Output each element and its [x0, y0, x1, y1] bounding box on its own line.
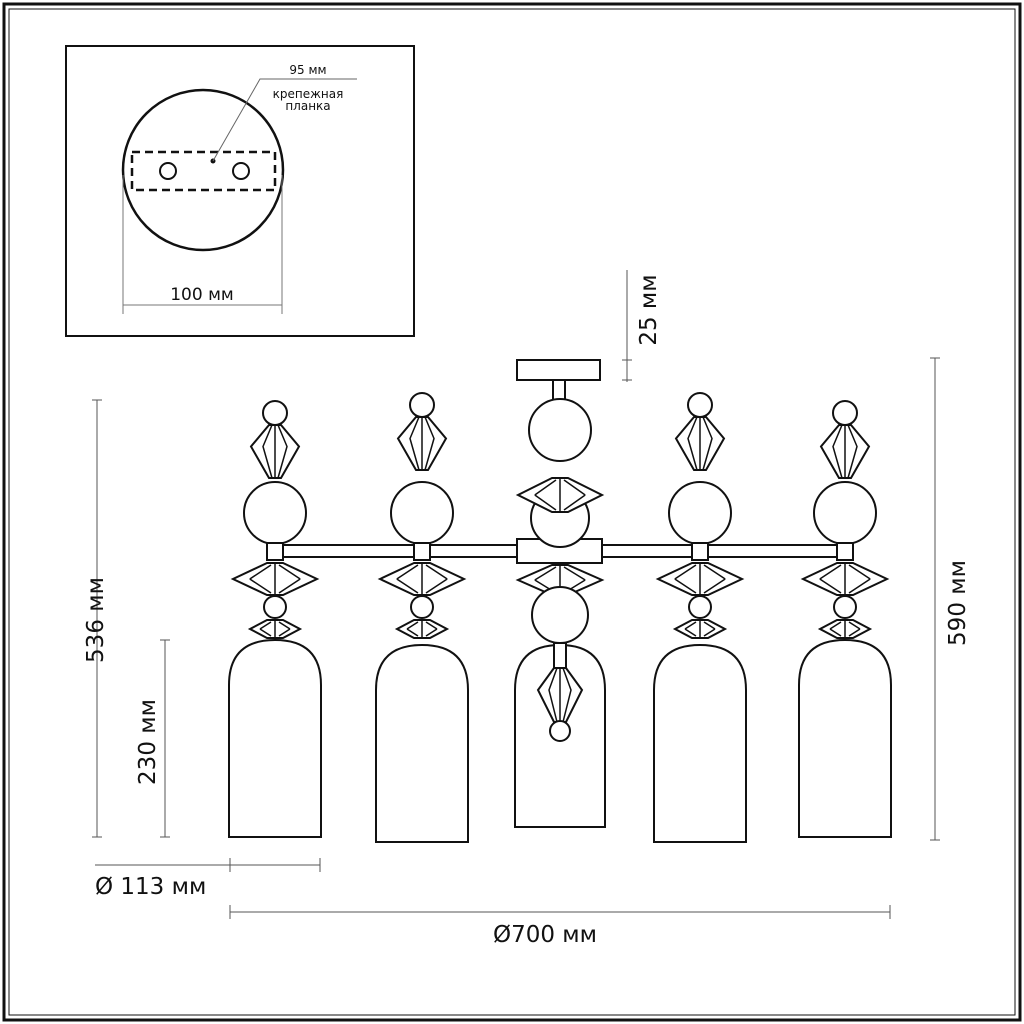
height-total-label: 536 мм: [83, 577, 109, 663]
stem: [552, 379, 566, 401]
lamp-5: [798, 400, 892, 838]
bracket-length-label: 95 мм: [289, 63, 326, 77]
diamond-cage-top-ribs: [409, 416, 435, 471]
small-ball: [833, 595, 857, 619]
shade-height-label: 230 мм: [135, 699, 161, 785]
finial-ball: [832, 400, 858, 426]
small-ball: [263, 595, 287, 619]
diamond-cage-lower-ribs: [534, 565, 586, 595]
bracket-label-line1: крепежная: [273, 87, 344, 101]
canopy-diameter-label: 100 мм: [170, 285, 234, 305]
lower-ball: [531, 586, 589, 644]
screw-hole-right: [232, 162, 250, 180]
shade-diameter-label: Ø 113 мм: [95, 874, 206, 900]
diamond-cage-bottom-ribs: [829, 620, 861, 638]
bracket-label-line2: планка: [285, 99, 330, 113]
finial-ball: [687, 392, 713, 418]
diamond-cage-top-ribs: [262, 424, 288, 479]
drop-stem: [553, 642, 567, 669]
leader-line: [212, 78, 357, 162]
diamond-cage-bottom-ribs: [259, 620, 291, 638]
arm-joint: [691, 542, 709, 561]
diamond-cage-top-ribs: [687, 416, 713, 471]
diamond-cage-middle-ribs: [249, 563, 301, 595]
diamond-cage-upper-ribs: [534, 478, 586, 512]
arm-joint: [413, 542, 431, 561]
diamond-cage-middle-ribs: [674, 563, 726, 595]
lamp-3: [514, 398, 606, 828]
diamond-cage-middle-ribs: [396, 563, 448, 595]
canopy-top-view: [121, 88, 285, 252]
top-ball: [528, 398, 592, 462]
diamond-cage-drop-ribs: [548, 667, 572, 723]
inner-frame: [8, 8, 1016, 1016]
glass-shade: [228, 638, 322, 838]
arm-joint: [266, 542, 284, 561]
diamond-cage-middle-ribs: [819, 563, 871, 595]
dimensions: [92, 270, 940, 919]
overall-diameter-label: Ø700 мм: [493, 922, 597, 948]
small-ball: [410, 595, 434, 619]
canopy-inset: 95 мм крепежная планка 100 мм: [65, 45, 415, 337]
inset-frame: [65, 45, 415, 337]
glass-shade: [653, 643, 747, 843]
arm-joint: [836, 542, 854, 561]
lamp-2: [375, 392, 469, 843]
finial-ball: [262, 400, 288, 426]
large-ball: [668, 481, 732, 545]
screw-hole-left: [159, 162, 177, 180]
mounting-bracket: [130, 150, 277, 192]
diamond-cage-top-ribs: [832, 424, 858, 479]
glass-shade: [798, 638, 892, 838]
glass-shade: [375, 643, 469, 843]
large-ball: [813, 481, 877, 545]
diamond-cage-bottom-ribs: [684, 620, 716, 638]
lamp-4: [653, 392, 747, 843]
diamond-cage-bottom-ribs: [406, 620, 438, 638]
lamp-1: [228, 400, 322, 838]
canopy: [516, 359, 601, 381]
large-ball: [243, 481, 307, 545]
max-height-label: 590 мм: [945, 560, 971, 646]
canopy-height-label: 25 мм: [636, 274, 662, 345]
drop-finial: [549, 720, 571, 742]
large-ball: [390, 481, 454, 545]
lamps: [228, 392, 892, 843]
finial-ball: [409, 392, 435, 418]
small-ball: [688, 595, 712, 619]
